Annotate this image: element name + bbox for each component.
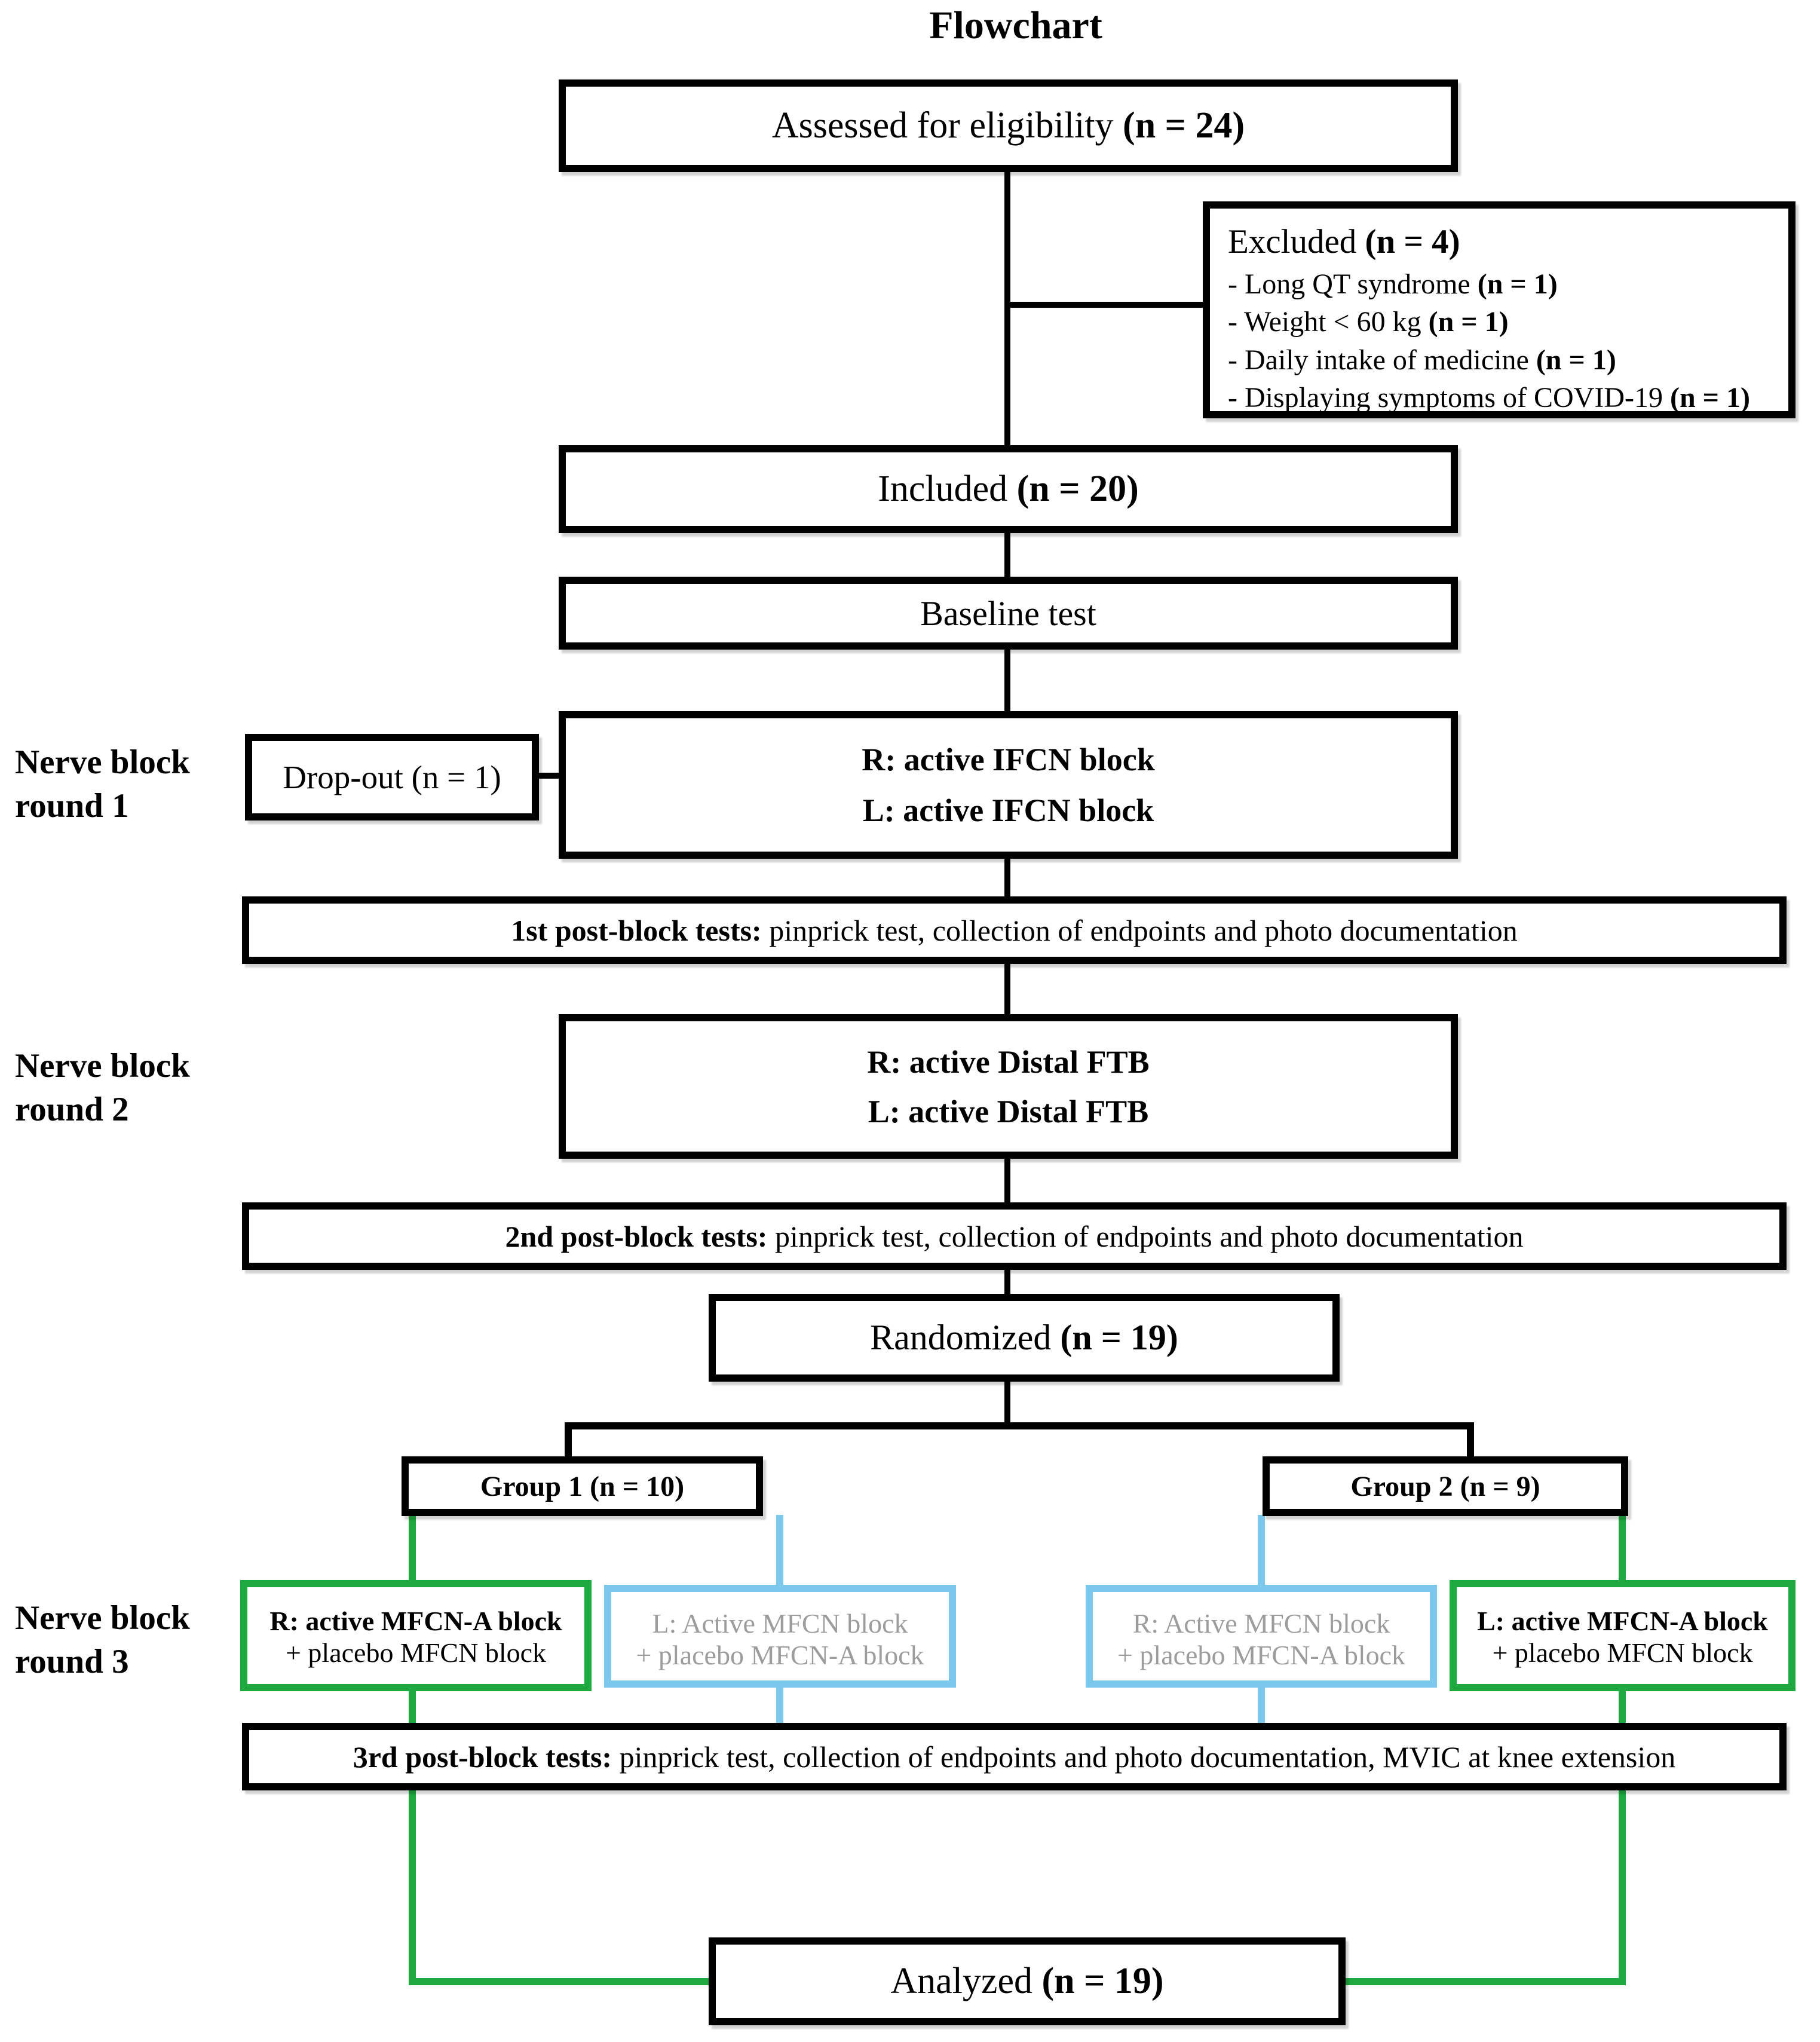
label-nerve-block-round-1: Nerve block round 1 (15, 743, 190, 825)
box-group2-active-mfcna: L: active MFCN-A block + placebo MFCN bl… (1450, 1580, 1796, 1691)
box-assessed: Assessed for eligibility (n = 24) (559, 79, 1458, 172)
green-line-left-upper (409, 1515, 416, 1581)
connector-assessed-included (1004, 172, 1010, 445)
box-nerve-block-round-2: R: active Distal FTB L: active Distal FT… (559, 1014, 1458, 1159)
blue-line-right-upper (1258, 1515, 1265, 1585)
label-nerve-block-round-3: Nerve block round 3 (15, 1599, 190, 1680)
excluded-item: - Weight < 60 kg (n = 1) (1228, 306, 1509, 338)
box-dropout: Drop-out (n = 1) (245, 734, 539, 821)
green-line-right-upper (1619, 1515, 1626, 1581)
round2-right-leg: R: active Distal FTB (867, 1043, 1150, 1080)
baseline-text: Baseline test (920, 593, 1096, 633)
box-post-block-tests-1: 1st post-block tests: pinprick test, col… (242, 896, 1787, 964)
blue-line-left-lower (776, 1686, 783, 1724)
branch-drop-group2 (1467, 1426, 1474, 1456)
round1-right-leg: R: active IFCN block (862, 741, 1155, 777)
included-text: Included (n = 20) (878, 469, 1139, 509)
box-group1-active-mfcna: R: active MFCN-A block + placebo MFCN bl… (240, 1580, 592, 1691)
page-title: Flowchart (929, 4, 1102, 47)
box-post-block-tests-2: 2nd post-block tests: pinprick test, col… (242, 1202, 1787, 1270)
round1-left-leg: L: active IFCN block (862, 792, 1154, 829)
box-excluded: Excluded (n = 4) - Long QT syndrome (n =… (1203, 201, 1796, 418)
connector-pb1-round2 (1004, 964, 1010, 1014)
connector-round1-pb1 (1004, 859, 1010, 896)
excluded-item: - Displaying symptoms of COVID-19 (n = 1… (1228, 382, 1750, 414)
box-group-2: Group 2 (n = 9) (1263, 1456, 1628, 1516)
excluded-heading: Excluded (n = 4) (1228, 223, 1460, 261)
branch-bar (565, 1422, 1474, 1429)
green-line-left-mid (409, 1690, 416, 1724)
box-post-block-tests-3: 3rd post-block tests: pinprick test, col… (242, 1723, 1787, 1790)
box-randomized: Randomized (n = 19) (709, 1294, 1340, 1382)
assessed-text: Assessed for eligibility (n = 24) (771, 105, 1245, 146)
green-line-left-lower (409, 1790, 416, 1985)
connector-pb2-randomized (1004, 1270, 1010, 1294)
box-nerve-block-round-1: R: active IFCN block L: active IFCN bloc… (559, 711, 1458, 859)
blue-line-left-upper (776, 1515, 783, 1585)
label-nerve-block-round-2: Nerve block round 2 (15, 1047, 190, 1128)
connector-round2-pb2 (1004, 1159, 1010, 1202)
connector-included-baseline (1004, 533, 1010, 577)
box-group-1: Group 1 (n = 10) (402, 1456, 763, 1516)
connector-dropout (538, 773, 560, 779)
branch-drop-group1 (565, 1426, 572, 1456)
randomized-text: Randomized (n = 19) (870, 1318, 1178, 1357)
green-line-left-horizontal (409, 1978, 709, 1985)
box-analyzed: Analyzed (n = 19) (709, 1937, 1346, 2025)
green-line-right-lower (1619, 1790, 1626, 1985)
blue-line-right-lower (1258, 1686, 1265, 1724)
post-block-1-text: 1st post-block tests: pinprick test, col… (511, 913, 1518, 947)
connector-excluded (1007, 302, 1203, 308)
analyzed-text: Analyzed (n = 19) (890, 1961, 1164, 2001)
box-group1-active-mfcn: L: Active MFCN block + placebo MFCN-A bl… (604, 1585, 956, 1688)
round2-left-leg: L: active Distal FTB (868, 1093, 1149, 1129)
box-baseline-test: Baseline test (559, 577, 1458, 650)
dropout-text: Drop-out (n = 1) (283, 759, 501, 795)
excluded-item: - Long QT syndrome (n = 1) (1228, 268, 1558, 300)
connector-randomized-branch (1004, 1382, 1010, 1426)
excluded-item: - Daily intake of medicine (n = 1) (1228, 344, 1616, 376)
green-line-right-horizontal (1346, 1978, 1626, 1985)
post-block-3-text: 3rd post-block tests: pinprick test, col… (353, 1740, 1676, 1774)
green-line-right-mid (1619, 1690, 1626, 1724)
group2-text: Group 2 (n = 9) (1350, 1470, 1540, 1502)
box-group2-active-mfcn: R: Active MFCN block + placebo MFCN-A bl… (1086, 1585, 1437, 1688)
group1-text: Group 1 (n = 10) (480, 1470, 685, 1502)
connector-baseline-round1 (1004, 650, 1010, 711)
post-block-2-text: 2nd post-block tests: pinprick test, col… (505, 1219, 1524, 1253)
box-included: Included (n = 20) (559, 445, 1458, 533)
